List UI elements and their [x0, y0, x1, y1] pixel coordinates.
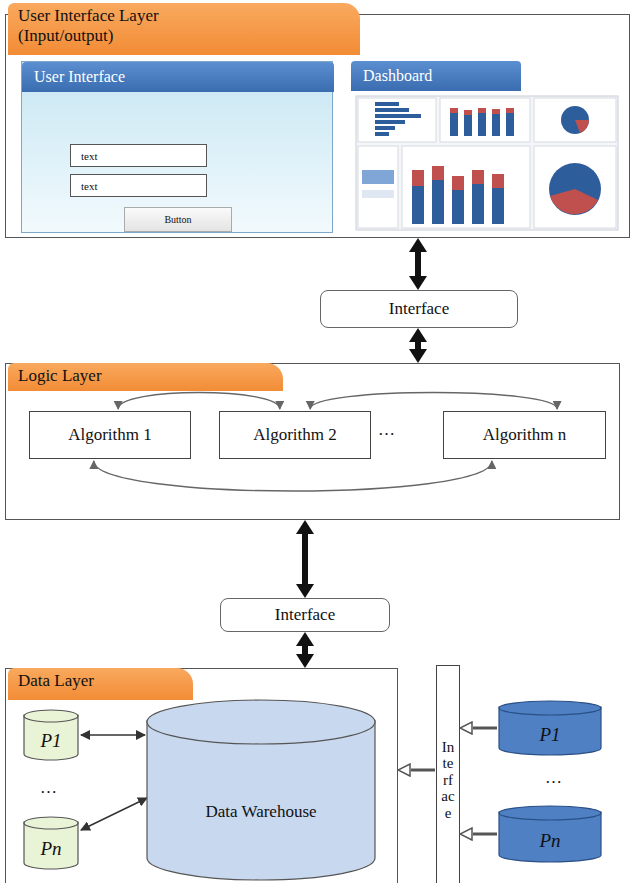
panel-title: User Interface — [34, 68, 125, 85]
dashboard-charts — [356, 96, 618, 230]
connector — [81, 798, 147, 830]
layer-band: User Interface Layer (Input/output)User … — [5, 14, 630, 238]
cylinder-label: P1 — [539, 724, 560, 746]
connector — [415, 342, 421, 349]
box-label: Algorithm n — [483, 425, 567, 445]
source-cylinder: Pn — [498, 805, 602, 863]
algorithm-box: Algorithm 1 — [29, 411, 191, 459]
connector — [415, 252, 421, 276]
cylinder-label: Pn — [40, 838, 61, 860]
layer-title: Logic Layer — [18, 366, 193, 386]
ellipsis-label: … — [40, 778, 57, 798]
panel-title: Dashboard — [363, 67, 432, 84]
layer-band: Logic LayerAlgorithm 1 Algorithm 2 Algorit… — [5, 363, 620, 520]
panel-header: User Interface — [22, 62, 334, 92]
cylinder-label: Data Warehouse — [205, 802, 316, 822]
connector — [473, 833, 497, 836]
interface-box: Interface — [220, 598, 390, 632]
connector — [302, 534, 308, 584]
warehouse-cylinder: Data Warehouse — [146, 699, 376, 881]
layer-title: User Interface Layer (Input/output) — [18, 6, 193, 47]
layer-tab: Logic Layer — [8, 363, 283, 391]
layer-tab: Data Layer — [8, 668, 193, 700]
interface-bar: Interface — [436, 665, 460, 883]
connector — [411, 769, 435, 772]
ellipsis-label: … — [378, 420, 395, 440]
box-label: Interface — [275, 605, 335, 625]
database-cylinder: P1 — [23, 709, 79, 761]
text-field: text — [70, 174, 207, 197]
algorithm-box: Algorithm n — [443, 411, 606, 459]
box-label: Algorithm 1 — [68, 425, 152, 445]
field-text: text — [81, 150, 98, 162]
interface-box: Interface — [320, 290, 518, 328]
database-cylinder: Pn — [23, 816, 79, 870]
connector — [94, 461, 492, 491]
connector — [302, 646, 308, 654]
box-label: Interface — [441, 739, 456, 822]
text-field: text — [70, 144, 207, 167]
connector — [473, 727, 497, 730]
box-label: Interface — [389, 299, 449, 319]
panel-header: Dashboard — [351, 61, 521, 91]
cylinder-outline — [146, 699, 376, 881]
dashboard-panel: Dashboard — [351, 61, 626, 233]
connector — [310, 393, 557, 410]
cylinder-label: P1 — [40, 730, 61, 752]
layer-tab: User Interface Layer (Input/output) — [8, 3, 360, 55]
field-text: text — [81, 180, 98, 192]
source-cylinder: P1 — [498, 700, 602, 756]
layer-title: Data Layer — [18, 671, 183, 691]
connector — [81, 734, 145, 735]
connector — [118, 393, 280, 410]
ui-panel: User Interface text textButton — [21, 61, 333, 233]
cylinder-label: Pn — [539, 830, 560, 852]
button: Button — [124, 207, 232, 232]
button-label: Button — [164, 214, 191, 225]
box-label: Algorithm 2 — [253, 425, 337, 445]
algorithm-box: Algorithm 2 — [219, 411, 371, 459]
layer-band: Data LayerP1Pn Data Warehouse — [5, 668, 398, 883]
ellipsis-label: … — [545, 768, 562, 788]
